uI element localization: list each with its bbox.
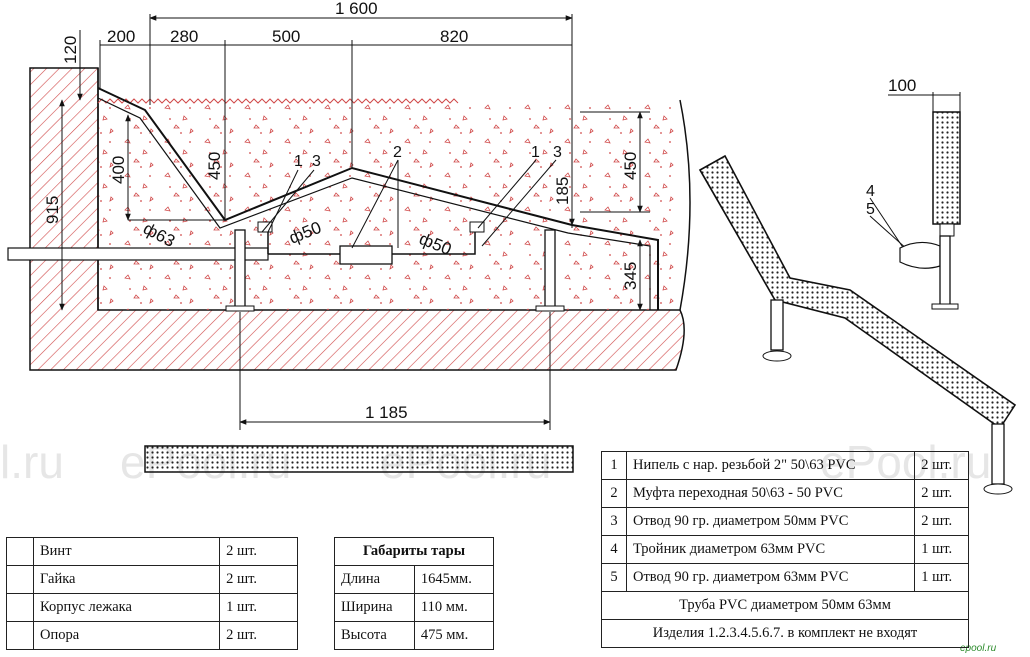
row-number [6,537,34,566]
part-name: Гайка [32,565,221,594]
table-row: Корпус лежака 1 шт. [6,593,298,622]
callout-right-3: 3 [553,144,562,161]
part-name: Опора [32,621,221,650]
watermark-text: l.ru [0,436,64,488]
dim-segment-820: 820 [440,27,468,46]
dim-segment-280: 280 [170,27,198,46]
fitting-name: Отвод 90 гр. диаметром 63мм PVC [625,563,916,592]
supports [225,229,565,312]
fittings-table: 1 Нипель с нар. резьбой 2" 50\63 PVC 2 ш… [601,451,969,648]
parts-table: Винт 2 шт. Гайка 2 шт. Корпус лежака 1 ш… [6,537,298,650]
lounger-perspective [698,154,1017,495]
package-dim-name: Длина [334,565,415,594]
dim-total-length: 1 600 [335,0,378,18]
package-dim-value: 1645мм. [413,565,495,594]
table-row: Ширина 110 мм. [334,593,495,622]
lounger-top-view [144,445,574,473]
table-row: 5 Отвод 90 гр. диаметром 63мм PVC 1 шт. [601,563,969,592]
dim-height-915: 915 [43,196,62,224]
row-number: 3 [601,507,627,536]
row-number: 1 [601,451,627,480]
water-line [97,98,459,104]
fittings-footer-note: Изделия 1.2.3.4.5.6.7. в комплект не вхо… [601,619,969,648]
part-qty: 2 шт. [219,621,298,650]
table-row: Длина 1645мм. [334,565,495,594]
table-header-row: Габариты тары [334,537,494,566]
table-row: Винт 2 шт. [6,537,298,566]
fittings-footer-pipe: Труба PVC диаметром 50мм 63мм [601,591,969,620]
pool-wall [29,67,691,371]
package-dim-name: Высота [334,621,415,650]
pipe-system [7,221,485,265]
dim-height-185: 185 [553,177,572,205]
part-qty: 2 шт. [219,565,298,594]
table-row: Высота 475 мм. [334,621,495,650]
table-row: Опора 2 шт. [6,621,298,650]
callout-left-1: 1 [294,153,303,170]
table-row: 3 Отвод 90 гр. диаметром 50мм PVC 2 шт. [601,507,969,536]
fitting-name: Тройник диаметром 63мм PVC [625,535,916,564]
lounger-side-view [899,111,961,310]
fitting-qty: 2 шт. [914,451,969,480]
part-qty: 1 шт. [219,593,298,622]
dim-rise-450-left: 450 [205,152,224,180]
dim-rise-400: 400 [109,156,128,184]
fitting-name: Муфта переходная 50\63 - 50 PVC [625,479,916,508]
dimension-labels: 1 600 200 280 500 820 120 400 450 450 91… [43,0,916,422]
fitting-qty: 1 шт. [914,535,969,564]
fitting-qty: 2 шт. [914,479,969,508]
package-table-title: Габариты тары [334,537,494,566]
dim-height-345: 345 [621,262,640,290]
callout-side-4: 4 [866,183,875,200]
fitting-name: Отвод 90 гр. диаметром 50мм PVC [625,507,916,536]
row-number [6,621,34,650]
row-number: 2 [601,479,627,508]
corner-mark: epool.ru [960,643,997,654]
part-name: Винт [32,537,221,566]
table-row: 2 Муфта переходная 50\63 - 50 PVC 2 шт. [601,479,969,508]
dim-segment-200: 200 [107,27,135,46]
part-qty: 2 шт. [219,537,298,566]
table-row: 1 Нипель с нар. резьбой 2" 50\63 PVC 2 ш… [601,451,969,480]
part-name: Корпус лежака [32,593,221,622]
table-row: 4 Тройник диаметром 63мм PVC 1 шт. [601,535,969,564]
row-number [6,593,34,622]
table-row: Гайка 2 шт. [6,565,298,594]
package-table: Габариты тары Длина 1645мм. Ширина 110 м… [334,537,495,650]
callout-center-2: 2 [393,144,402,161]
fitting-qty: 2 шт. [914,507,969,536]
callout-left-3: 3 [312,153,321,170]
dimension-lines [59,14,961,430]
table-footer-row: Труба PVC диаметром 50мм 63мм [601,591,969,620]
callout-side-5: 5 [866,201,875,218]
row-number [6,565,34,594]
fitting-name: Нипель с нар. резьбой 2" 50\63 PVC [625,451,916,480]
dim-side-width: 100 [888,76,916,95]
dim-support-span: 1 185 [365,403,408,422]
package-dim-name: Ширина [334,593,415,622]
dim-rise-450-right: 450 [621,152,640,180]
row-number: 4 [601,535,627,564]
dim-segment-500: 500 [272,27,300,46]
package-dim-value: 475 мм. [413,621,495,650]
package-dim-value: 110 мм. [413,593,495,622]
fitting-qty: 1 шт. [914,563,969,592]
table-footer-row: Изделия 1.2.3.4.5.6.7. в комплект не вхо… [601,619,969,648]
callout-right-1: 1 [531,144,540,161]
dim-height-120: 120 [61,36,80,64]
row-number: 5 [601,563,627,592]
